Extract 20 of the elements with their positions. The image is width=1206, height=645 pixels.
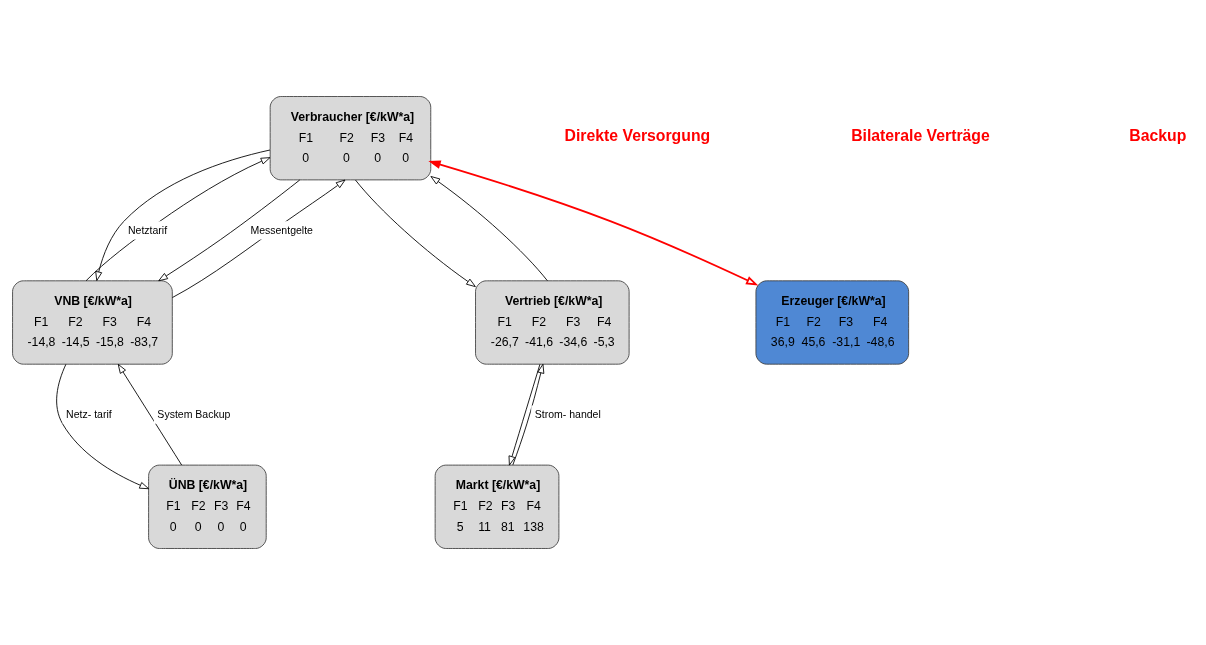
arrow (355, 179, 476, 288)
label: Bilaterale Verträge (851, 127, 990, 145)
arrow (117, 363, 183, 466)
node-box: Verbraucher [€/kW*a] F1 F2 F3 F4 0 0 0 0 (269, 96, 432, 181)
arrow (430, 176, 548, 282)
node-box: Vertrieb [€/kW*a] F1 F2 F3 F4 -26,7 -41,6 -34,6 -5,3 (475, 280, 630, 365)
node-box: ÜNB [€/kW*a] F1 F2 F3 F4 0 0 0 0 (148, 464, 267, 549)
edge-label: Strom- handel (534, 407, 601, 420)
node-box: Erzeuger [€/kW*a] F1 F2 F3 F4 36,9 45,6 -31,1 -48,6 (755, 280, 910, 365)
label: Backup (1129, 127, 1187, 145)
edge-label: Messentgelte (250, 223, 313, 236)
edge-label: System Backup (157, 407, 231, 420)
arrow (158, 179, 301, 282)
node-box: VNB [€/kW*a] F1 F2 F3 F4 -14,8 -14,5 -15,8 -83,7 (12, 280, 173, 365)
node-box: Markt [€/kW*a] F1 F2 F3 F4 5 11 81 138 (434, 464, 560, 549)
label: Direkte Versorgung (564, 127, 711, 145)
arrow (428, 160, 759, 286)
arrow (56, 363, 150, 490)
edge-label: Netztarif (127, 223, 168, 236)
edge-label: Netz- tarif (66, 407, 112, 420)
